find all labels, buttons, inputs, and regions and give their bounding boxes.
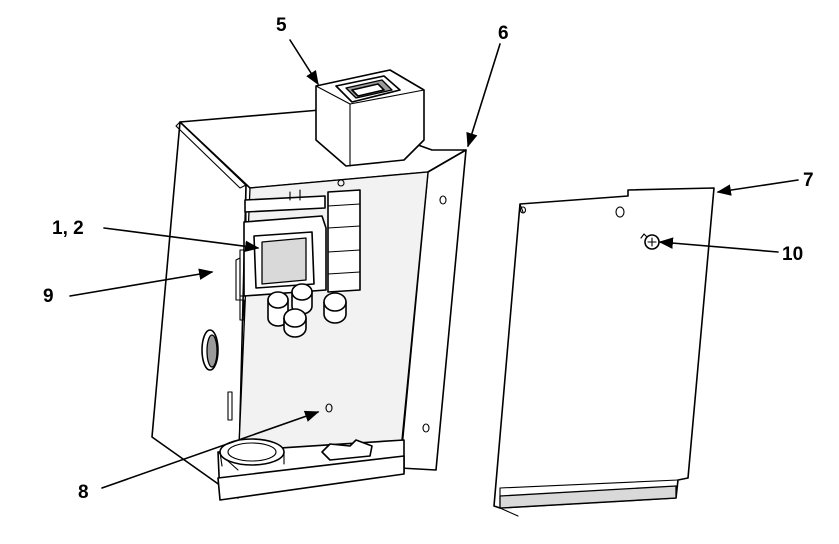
callout-labels: 5 6 7 1, 2 10 9 8 bbox=[43, 15, 814, 503]
callout-label-6: 6 bbox=[498, 23, 509, 44]
capacitor bbox=[283, 308, 307, 338]
leader-line-6 bbox=[466, 43, 501, 148]
callout-label-8: 8 bbox=[78, 482, 89, 503]
terminal-block-stack bbox=[327, 189, 361, 293]
cover-panel bbox=[493, 187, 715, 517]
callout-label-7: 7 bbox=[803, 170, 814, 191]
mounting-hole bbox=[439, 195, 447, 205]
callout-leaders bbox=[69, 39, 799, 489]
leader-line-9 bbox=[69, 268, 214, 297]
leader-line-10 bbox=[658, 237, 779, 253]
capacitor bbox=[323, 292, 347, 324]
callout-label-5: 5 bbox=[276, 15, 287, 36]
internal-components bbox=[235, 189, 361, 338]
mounting-hole bbox=[337, 179, 345, 187]
cover-plate bbox=[493, 187, 715, 509]
floor-bracket bbox=[321, 439, 373, 461]
ground-screw-hole bbox=[325, 403, 333, 413]
leader-line-8 bbox=[101, 410, 320, 489]
cover-hole bbox=[615, 206, 625, 218]
cover-screw bbox=[640, 233, 660, 250]
mounting-hole bbox=[422, 423, 430, 433]
leader-line-5 bbox=[289, 39, 319, 86]
leader-line-7 bbox=[716, 179, 799, 196]
callout-label-10: 10 bbox=[782, 244, 803, 265]
callout-label-9: 9 bbox=[43, 286, 54, 307]
enclosure-housing bbox=[151, 109, 467, 501]
switch-housing bbox=[315, 69, 425, 167]
leader-line-1-2 bbox=[103, 227, 260, 253]
callout-label-1-2: 1, 2 bbox=[52, 218, 84, 239]
